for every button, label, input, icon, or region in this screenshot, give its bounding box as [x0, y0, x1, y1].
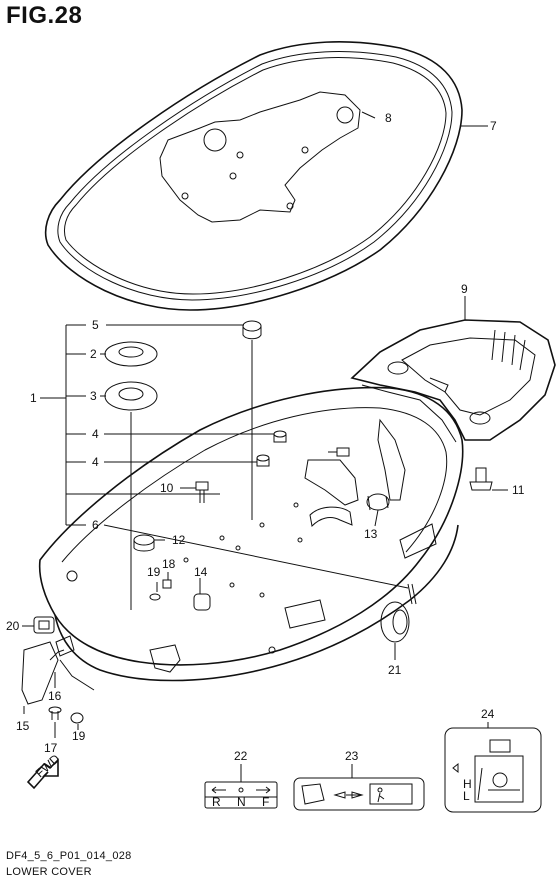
callout-23: 23: [345, 749, 359, 763]
gasket-part-8: [159, 91, 361, 223]
callout-18: 18: [162, 557, 176, 571]
callout-12: 12: [172, 533, 186, 547]
seal-ring-part-7: [44, 41, 463, 311]
callout-9: 9: [461, 282, 468, 296]
callout-3: 3: [90, 389, 97, 403]
callout-22: 22: [234, 749, 248, 763]
callout-21: 21: [388, 663, 402, 677]
callout-17: 17: [44, 741, 58, 755]
callout-5: 5: [92, 318, 99, 332]
plug-part-4: [256, 430, 287, 467]
callout-2: 2: [90, 347, 97, 361]
screw-part-17: [48, 706, 62, 720]
callout-4-lower: 4: [92, 455, 99, 469]
callout-15: 15: [16, 719, 30, 733]
grommet-part-20: [33, 616, 55, 634]
decal-part-23: [293, 777, 425, 811]
grommet-part-2: [104, 341, 158, 367]
decal-part-24: H L: [444, 727, 542, 813]
plug-part-14: [193, 593, 211, 611]
fastener-part-16: [49, 635, 75, 661]
callout-11: 11: [512, 483, 525, 497]
svg-text:N: N: [237, 795, 246, 809]
lower-cover-part-1: [38, 386, 464, 682]
callout-24: 24: [481, 707, 495, 721]
callout-13: 13: [364, 527, 378, 541]
callout-19-lower: 19: [72, 729, 86, 743]
handle-part-9: [350, 319, 556, 443]
callout-8: 8: [385, 111, 392, 125]
bolt-part-11: [469, 467, 493, 491]
bracket-part-15: [21, 641, 59, 705]
callout-16: 16: [48, 689, 62, 703]
callout-10: 10: [160, 481, 174, 495]
svg-text:L: L: [463, 789, 470, 803]
bolt-part-10: [195, 481, 209, 503]
figure-title: FIG.28: [6, 2, 83, 29]
callout-20: 20: [6, 619, 20, 633]
svg-text:F: F: [262, 795, 269, 809]
decal-part-22: R N F: [204, 781, 278, 809]
callout-1: 1: [30, 391, 37, 405]
svg-text:H: H: [463, 777, 472, 791]
callout-labels: 1 2 3 4 4 5 6 7 8 9 10 11 12 13 14 15 16…: [6, 111, 525, 763]
fwd-arrow-icon: FWD: [26, 751, 63, 790]
washer-part-19: [70, 593, 161, 724]
bolt-part-6: [407, 583, 417, 605]
drawing-name: LOWER COVER: [6, 866, 92, 878]
grommet-part-3: [104, 381, 158, 411]
leader-lines: [22, 111, 508, 782]
grommet-part-21: [380, 601, 410, 643]
bolt-bracket: [328, 447, 350, 457]
grommet-part-12: [133, 534, 155, 552]
callout-19-upper: 19: [147, 565, 161, 579]
grommet-part-5: [242, 320, 262, 340]
nut-part-18: [162, 579, 172, 589]
callout-7: 7: [490, 119, 497, 133]
callout-4-upper: 4: [92, 427, 99, 441]
callout-6: 6: [92, 518, 99, 532]
svg-text:R: R: [212, 795, 221, 809]
cap-part-13: [366, 493, 390, 511]
callout-14: 14: [194, 565, 208, 579]
drawing-code: DF4_5_6_P01_014_028: [6, 850, 132, 862]
